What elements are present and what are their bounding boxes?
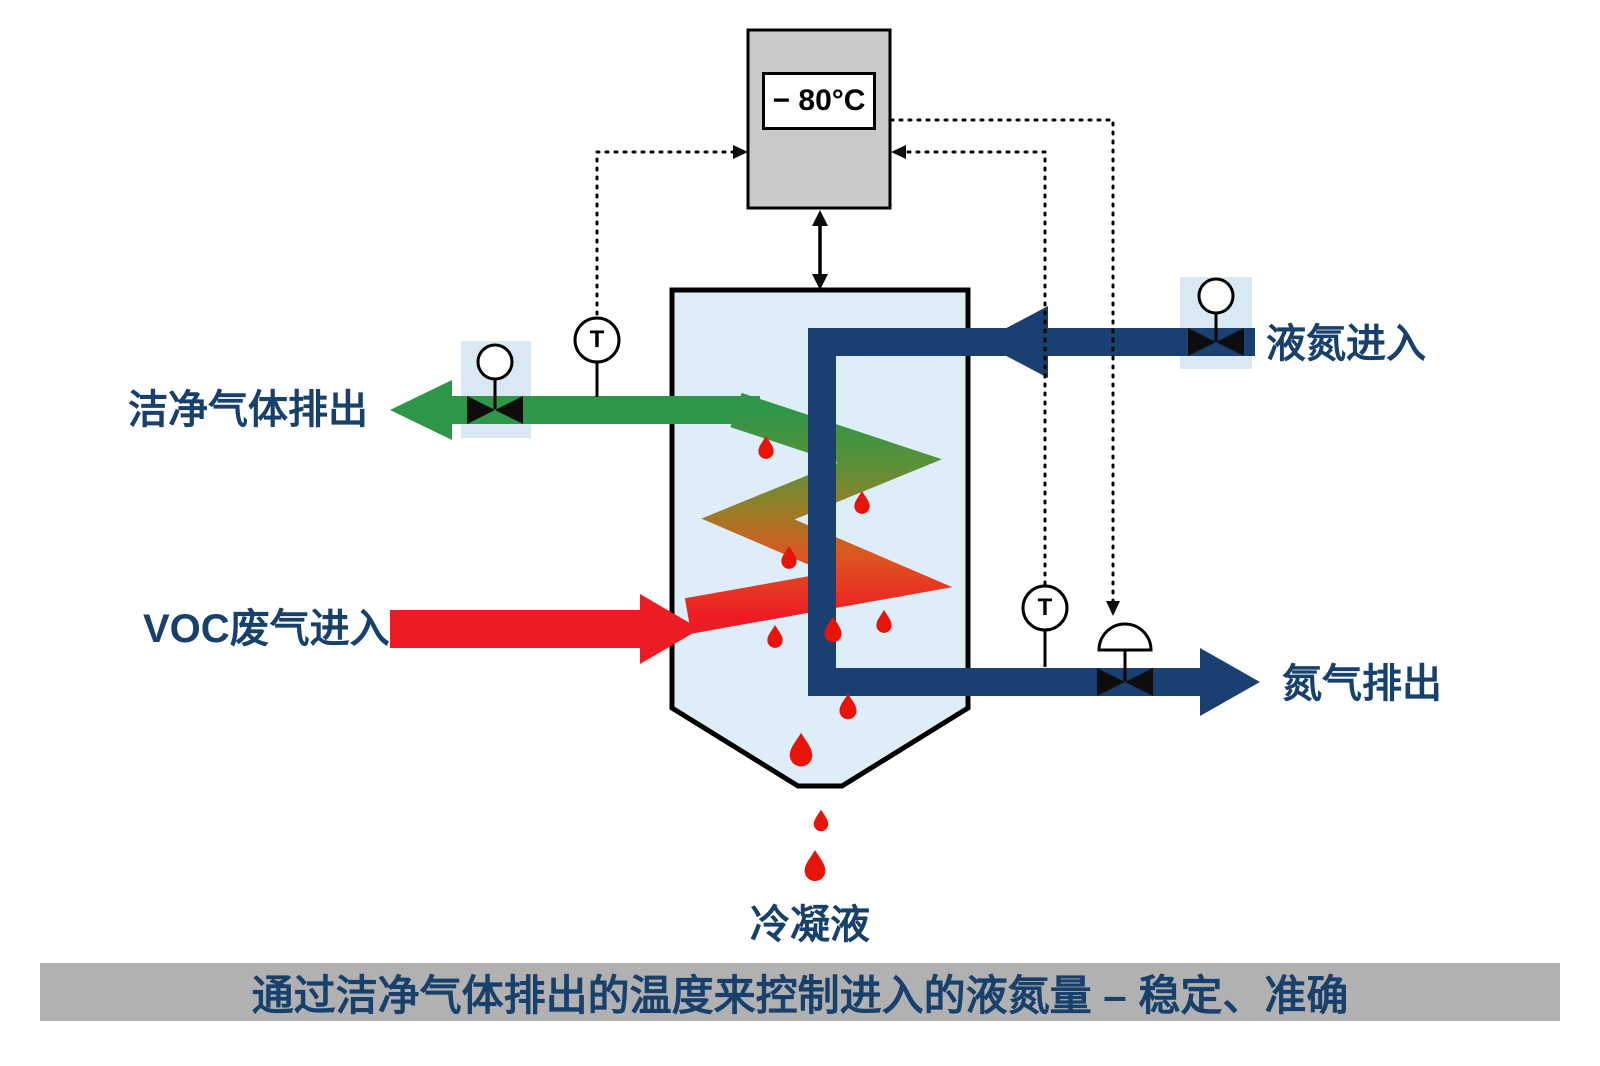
voc-inlet-pipe bbox=[390, 610, 642, 648]
label-voc-in: VOC废气进入 bbox=[143, 607, 390, 651]
control-valve-icon bbox=[1097, 668, 1125, 696]
sensor-t-label: T bbox=[1037, 594, 1053, 621]
valve-right-icon bbox=[1188, 328, 1216, 356]
valve-handwheel-right-icon bbox=[1197, 277, 1235, 315]
caption-banner: 通过洁净气体排出的温度来控制进入的液氮量 – 稳定、准确 bbox=[40, 963, 1560, 1021]
valve-left-icon bbox=[495, 396, 523, 424]
valve-handwheel-left-icon bbox=[476, 343, 514, 381]
signal-arrow-valve-icon bbox=[1106, 601, 1120, 616]
control-valve-actuator-icon bbox=[1097, 622, 1153, 652]
voc-inlet-arrow-icon bbox=[640, 594, 700, 664]
signal-arrow-left-icon bbox=[733, 145, 748, 159]
label-condensate: 冷凝液 bbox=[750, 903, 870, 947]
valve-left-icon bbox=[467, 396, 495, 424]
signal-line-control-valve bbox=[889, 118, 1115, 604]
down-arrow-icon bbox=[812, 274, 828, 290]
clean-gas-arrow-icon bbox=[390, 380, 452, 440]
up-arrow-icon bbox=[812, 210, 828, 226]
label-ln2-in: 液氮进入 bbox=[1266, 322, 1426, 366]
label-clean-gas-out: 洁净气体排出 bbox=[128, 388, 368, 432]
temperature-sensor-left-icon bbox=[573, 316, 621, 364]
signal-line-left-sensor bbox=[595, 150, 738, 316]
temperature-display: − 80°C bbox=[762, 72, 876, 130]
valve-right-icon bbox=[1216, 328, 1244, 356]
ln2-inlet-arrow-icon bbox=[980, 306, 1048, 378]
n2-outlet-arrow-icon bbox=[1200, 648, 1260, 716]
control-valve-icon bbox=[1125, 668, 1153, 696]
label-n2-out: 氮气排出 bbox=[1282, 662, 1442, 706]
sensor-t-label: T bbox=[589, 326, 605, 353]
signal-arrow-right-icon bbox=[891, 145, 906, 159]
temperature-sensor-right-icon bbox=[1021, 584, 1069, 632]
signal-line-right-sensor bbox=[901, 150, 1047, 586]
